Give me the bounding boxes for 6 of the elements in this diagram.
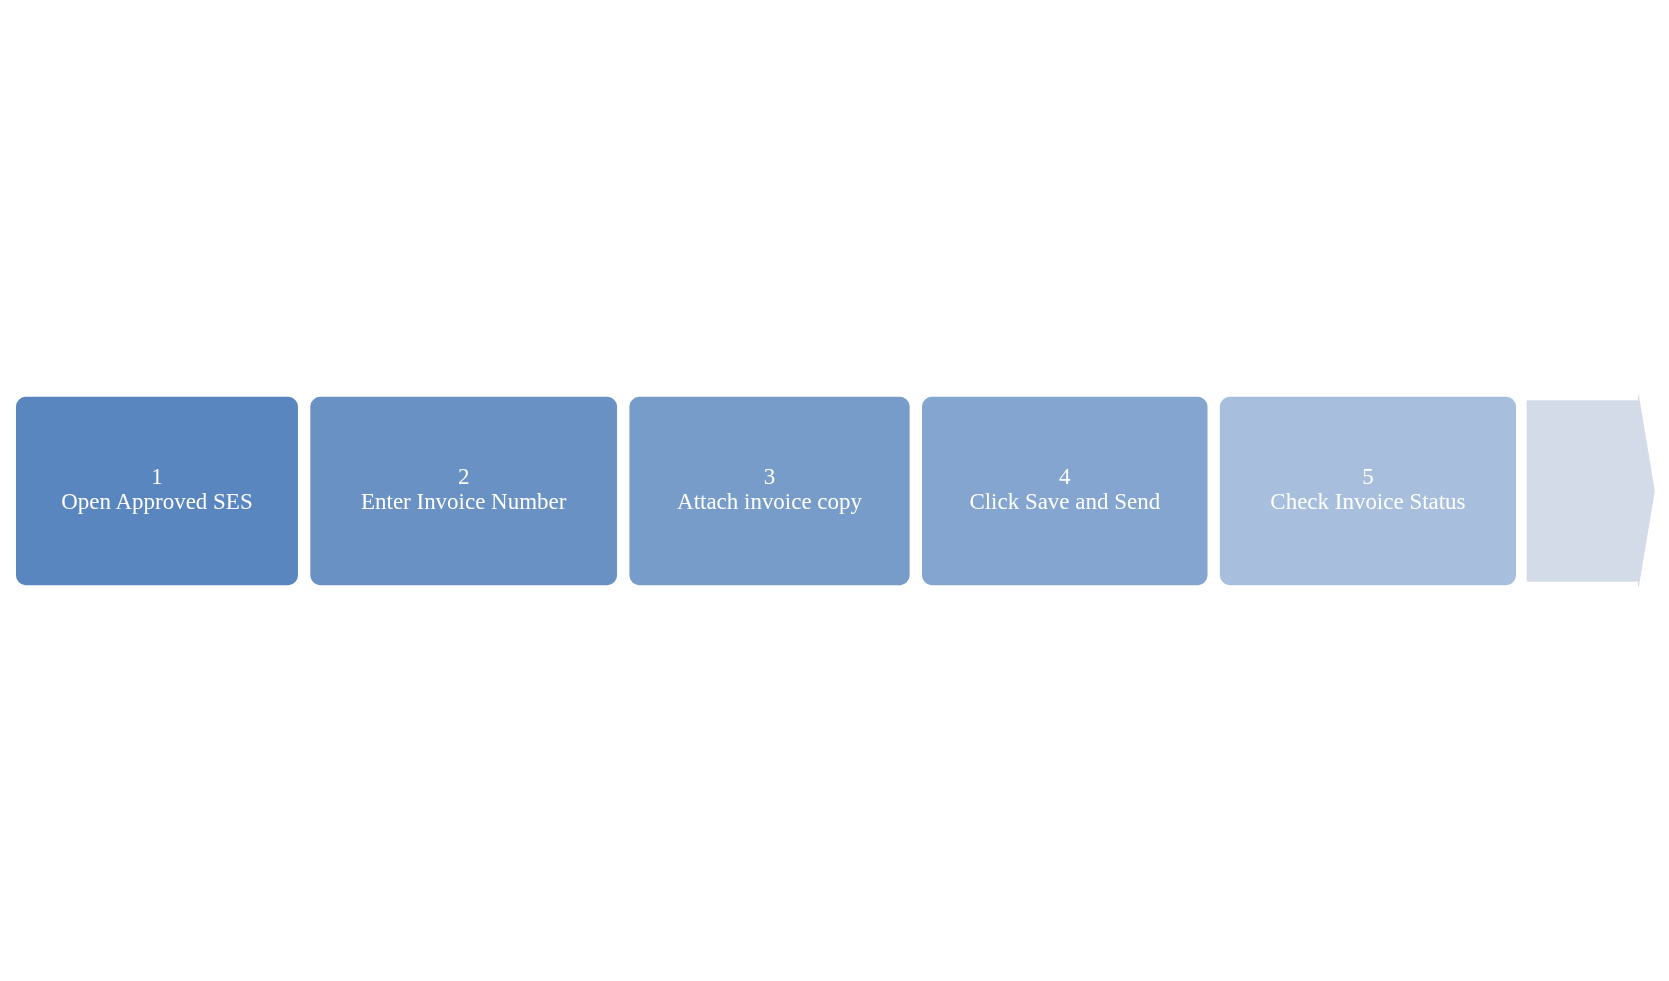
node-box: 1 Open Approved SES <box>13 393 301 588</box>
node-arrow <box>1526 394 1655 587</box>
node-box: 4 Click Save and Send <box>919 393 1211 588</box>
node-box: 2 Enter Invoice Number <box>307 393 620 588</box>
node-box: 5 Check Invoice Status <box>1217 393 1519 588</box>
node-box: 3 Attach invoice copy <box>626 393 913 588</box>
